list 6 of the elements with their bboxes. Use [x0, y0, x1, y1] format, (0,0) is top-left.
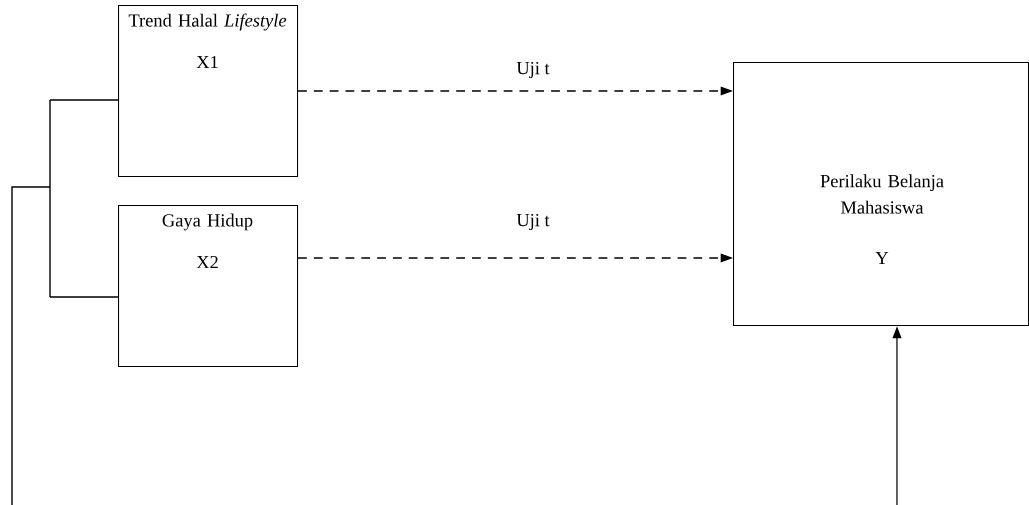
variable-box: Trend Halal Lifestyle X1: [118, 5, 299, 178]
edge-label: Uji t: [514, 212, 552, 232]
connector-line: [11, 99, 119, 505]
variable-box: Perilaku Belanja Mahasiswa Y: [733, 62, 1029, 327]
edge-label: Uji t: [514, 60, 552, 80]
variable-box: Gaya Hidup X2: [118, 205, 299, 368]
